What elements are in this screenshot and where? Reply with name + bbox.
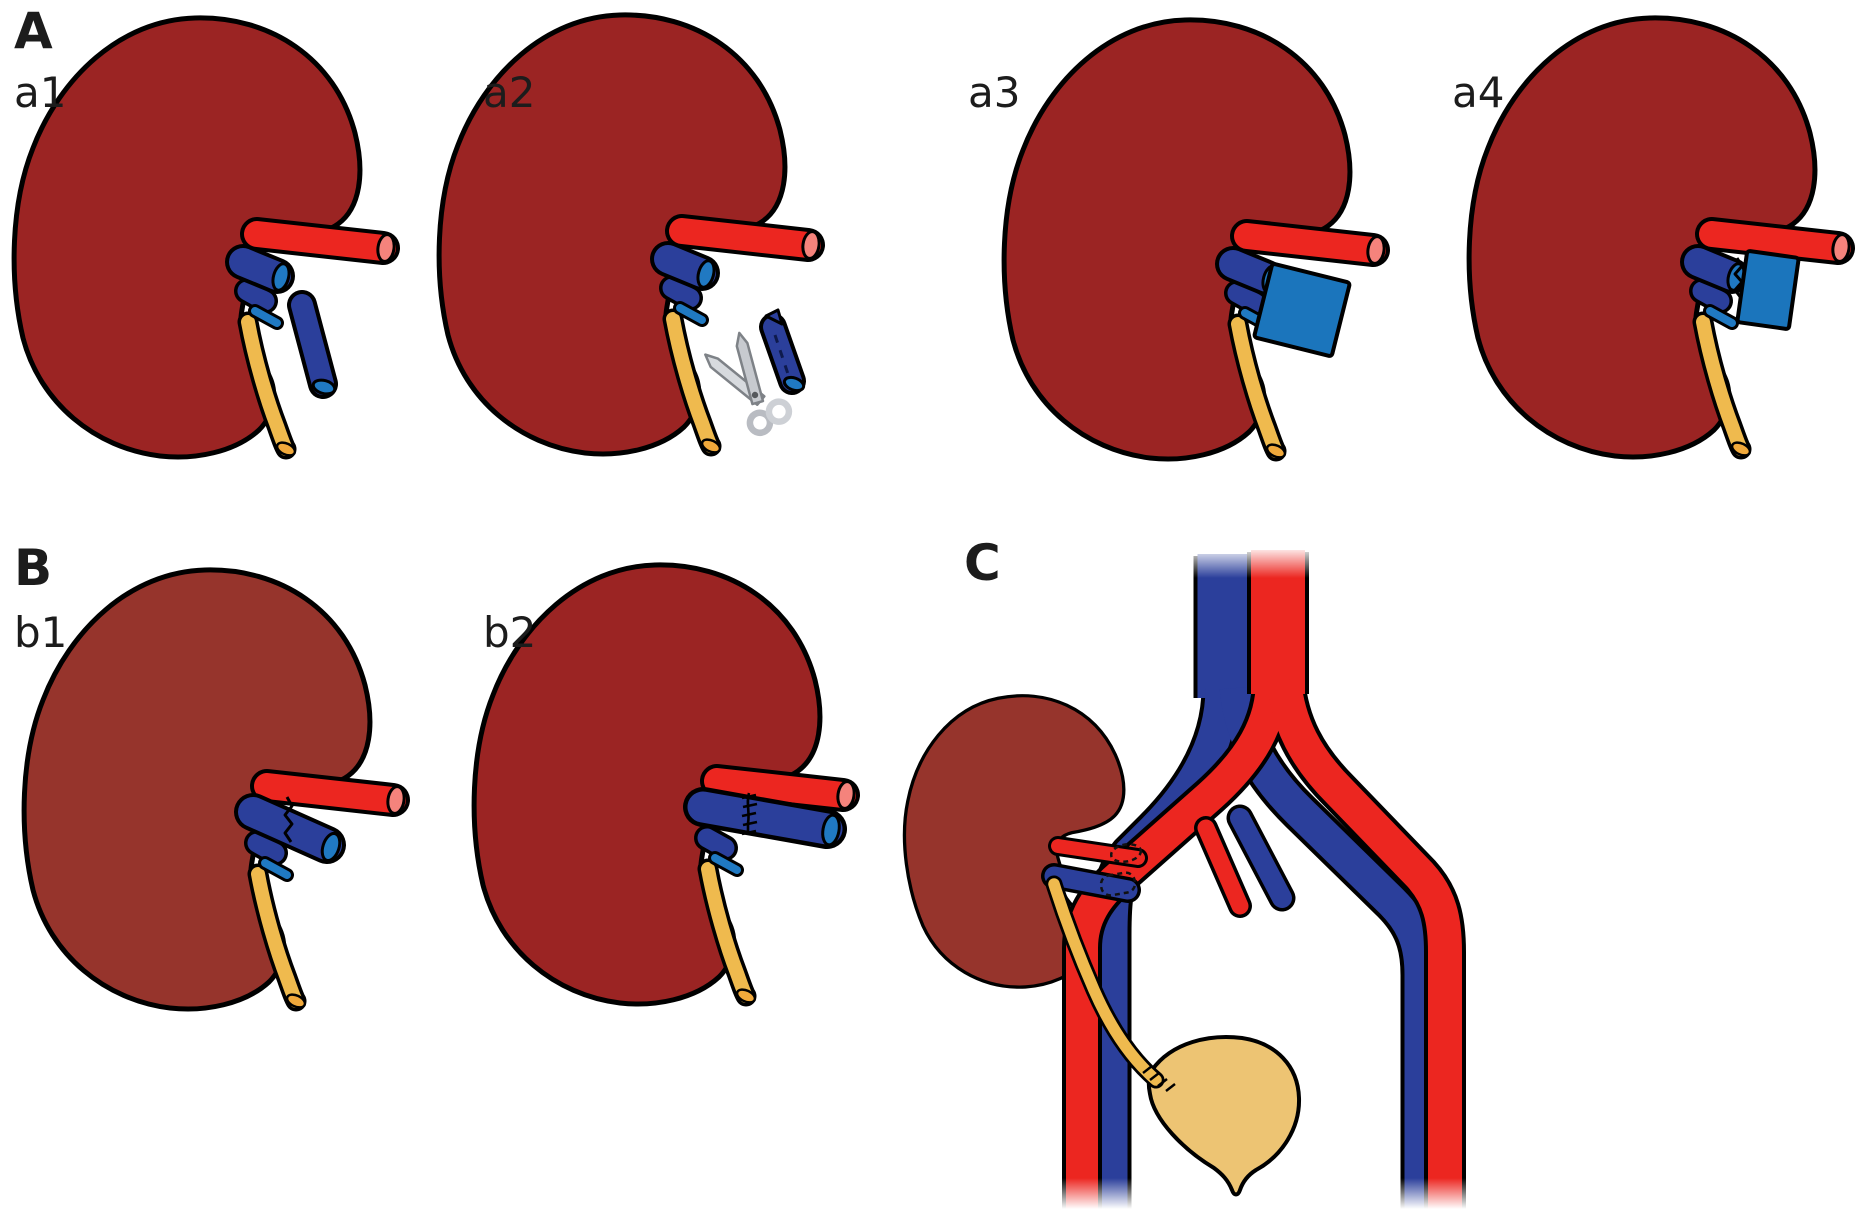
panel-a2 bbox=[439, 15, 821, 455]
sutured-vein-patch bbox=[1733, 249, 1801, 331]
left-vessel-bottom-fade bbox=[1056, 1178, 1138, 1209]
internal-iliac-artery-stump bbox=[1194, 816, 1252, 918]
panel-a3 bbox=[1004, 20, 1386, 460]
panel-label-B: B bbox=[14, 539, 53, 597]
panel-label-b1: b1 bbox=[14, 608, 68, 657]
panel-label-A: A bbox=[14, 2, 53, 60]
scissors-icon bbox=[704, 331, 793, 437]
ureter-bladder-sutures bbox=[1142, 1065, 1176, 1092]
right-vessel-bottom-fade bbox=[1394, 1178, 1472, 1209]
panel-b1 bbox=[24, 570, 406, 1010]
cut-line bbox=[773, 334, 791, 378]
long-extended-renal-vein bbox=[683, 787, 847, 849]
suture-line bbox=[741, 792, 758, 836]
free-vein-graft-segment bbox=[287, 290, 338, 399]
opened-vein-patch bbox=[1252, 262, 1352, 358]
panel-label-a1: a1 bbox=[14, 68, 67, 117]
panel-a1 bbox=[14, 18, 396, 458]
suture-line bbox=[1733, 257, 1744, 299]
vein-suture bbox=[1099, 871, 1137, 897]
panel-a4 bbox=[1469, 18, 1851, 458]
renal-artery-anastomosis bbox=[1048, 836, 1148, 868]
panel-label-C: C bbox=[964, 534, 1001, 592]
panel-c bbox=[878, 546, 1472, 1209]
panel-label-a2: a2 bbox=[483, 68, 536, 117]
panel-label-a4: a4 bbox=[1452, 68, 1505, 117]
extended-renal-vein bbox=[234, 793, 346, 864]
vein-graft-with-cut-marks bbox=[759, 308, 806, 395]
artery-suture bbox=[1109, 842, 1143, 864]
bladder bbox=[1146, 1035, 1302, 1197]
vessel-top-fade bbox=[1190, 546, 1312, 578]
panel-b2 bbox=[474, 565, 856, 1005]
internal-iliac-vein-stump bbox=[1226, 804, 1296, 912]
transplant-ureter bbox=[1045, 875, 1176, 1092]
panel-label-a3: a3 bbox=[968, 68, 1021, 117]
aorta-and-iliac-arteries bbox=[1062, 550, 1466, 1209]
suture-line bbox=[283, 796, 294, 843]
panel-label-b2: b2 bbox=[483, 608, 537, 657]
